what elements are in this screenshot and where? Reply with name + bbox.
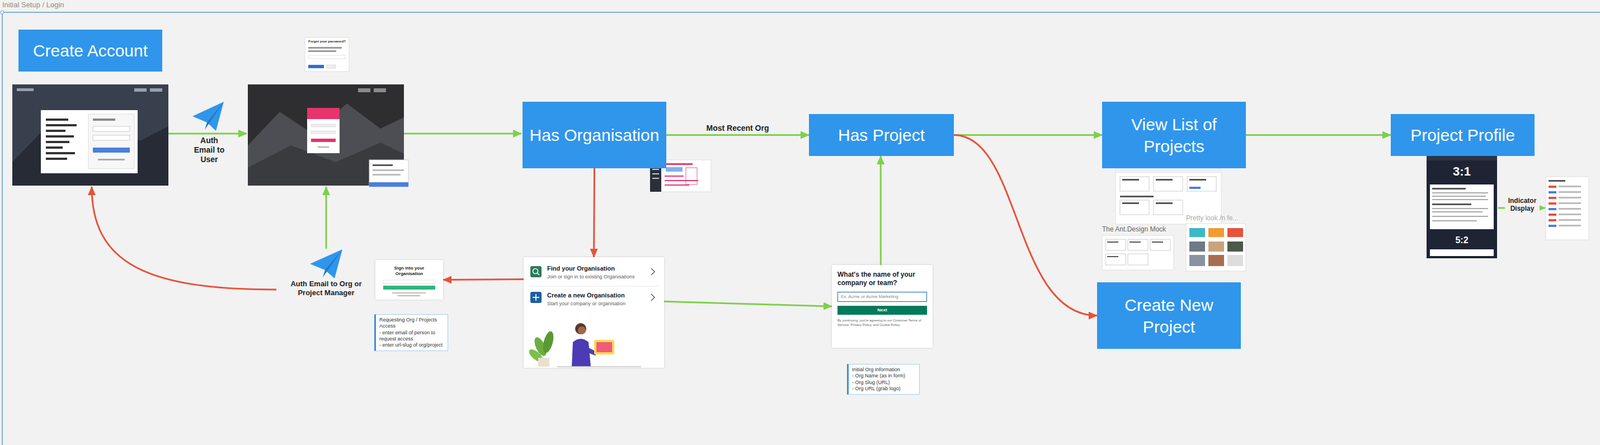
- pretty-look-thumbnail: [1186, 223, 1246, 272]
- screen-mockup: Find your OrganisationJoin or sign in to…: [523, 257, 665, 369]
- node-text: What's the name of your company or team?: [837, 270, 927, 288]
- node-text: - enter url-slug of org/project: [379, 342, 445, 349]
- node-text: Create New Project: [1103, 294, 1235, 338]
- node-text: - enter email of person to request acces…: [379, 330, 445, 343]
- indicator-screenshot: [1545, 176, 1589, 240]
- decision-box: Has Organisation: [522, 101, 667, 169]
- flow-label: Indicator Display: [1504, 196, 1540, 214]
- process-box: View List of Projects: [1102, 101, 1246, 169]
- screen-mockup: What's the name of your company or team?…: [831, 265, 933, 348]
- node-text: Has Project: [838, 124, 925, 147]
- node-text: - Org URL (grab logo): [852, 386, 916, 393]
- score-text: 5:2: [1433, 234, 1490, 246]
- auth-screenshot: [247, 84, 409, 187]
- flow-connector: [953, 135, 1098, 317]
- process-box: Create New Project: [1097, 282, 1241, 350]
- flow-connector: [443, 278, 524, 281]
- node-text: Project Profile: [1410, 124, 1515, 147]
- node-text: Start your company or organisation: [547, 300, 648, 308]
- flow-connector: [1245, 134, 1391, 136]
- flow-label: Auth Email to Org or Project Manager: [279, 279, 373, 298]
- node-text: Join or sign in to existing Organisation…: [547, 274, 648, 281]
- score-text: 3:1: [1433, 164, 1490, 180]
- node-text: Create Account: [33, 39, 148, 62]
- decision-box: Has Project: [808, 114, 954, 157]
- paper-plane-icon: [309, 249, 343, 279]
- node-text: Create a new Organisation: [547, 292, 648, 300]
- screen-mockup: Sign into your Organisation: [375, 260, 444, 300]
- process-box: Project Profile: [1390, 114, 1535, 157]
- note-box: Requesting Org / Projects Access- enter …: [374, 314, 449, 352]
- node-text: - Org Slug (URL): [852, 379, 916, 387]
- flow-connector: [594, 168, 595, 258]
- flow-connector: [953, 134, 1103, 136]
- ant-design-mock-thumbnail: [1102, 235, 1174, 271]
- frame-border: [2, 12, 1600, 445]
- thumbnail-caption: The Ant.Design Mock: [1102, 225, 1166, 234]
- flow-connector: [880, 156, 882, 266]
- panel-illustration: [523, 257, 665, 369]
- thumbnail-caption: Pretty look /n fe...: [1186, 214, 1239, 223]
- process-box: Create Account: [18, 29, 163, 72]
- login-screenshot: [12, 84, 169, 186]
- flow-label: Auth Email to User: [189, 135, 230, 164]
- edge-label: Most Recent Org: [704, 123, 771, 134]
- frame-title: Initial Setup / Login: [2, 0, 65, 10]
- note-box: Initial Org Information- Org Name (as in…: [846, 364, 920, 395]
- flow-connector: [666, 134, 809, 136]
- node-text: Next: [837, 306, 927, 315]
- node-text: Ex. Acme or Acme Marketing: [837, 292, 927, 303]
- node-text: By continuing, you're agreeing to our Cu…: [837, 318, 927, 328]
- flow-connector: [664, 301, 832, 307]
- node-text: Requesting Org / Projects Access: [379, 317, 445, 331]
- node-text: - Org Name (as in form): [852, 373, 916, 380]
- node-text: Sign into your Organisation: [380, 265, 438, 277]
- flow-arrow: [91, 133, 1546, 290]
- frame-handle: [0, 10, 4, 14]
- project-profile-screenshot: [1426, 156, 1498, 259]
- forgot-password-thumbnail: [304, 37, 350, 72]
- node-text: Has Organisation: [529, 124, 660, 147]
- node-text: Find your Organisation: [547, 265, 648, 274]
- node-text: View List of Projects: [1108, 113, 1240, 158]
- screenshot-text: Forgot your password?: [308, 39, 347, 44]
- node-text: Initial Org Information: [852, 366, 916, 374]
- paper-plane-icon: [192, 101, 224, 131]
